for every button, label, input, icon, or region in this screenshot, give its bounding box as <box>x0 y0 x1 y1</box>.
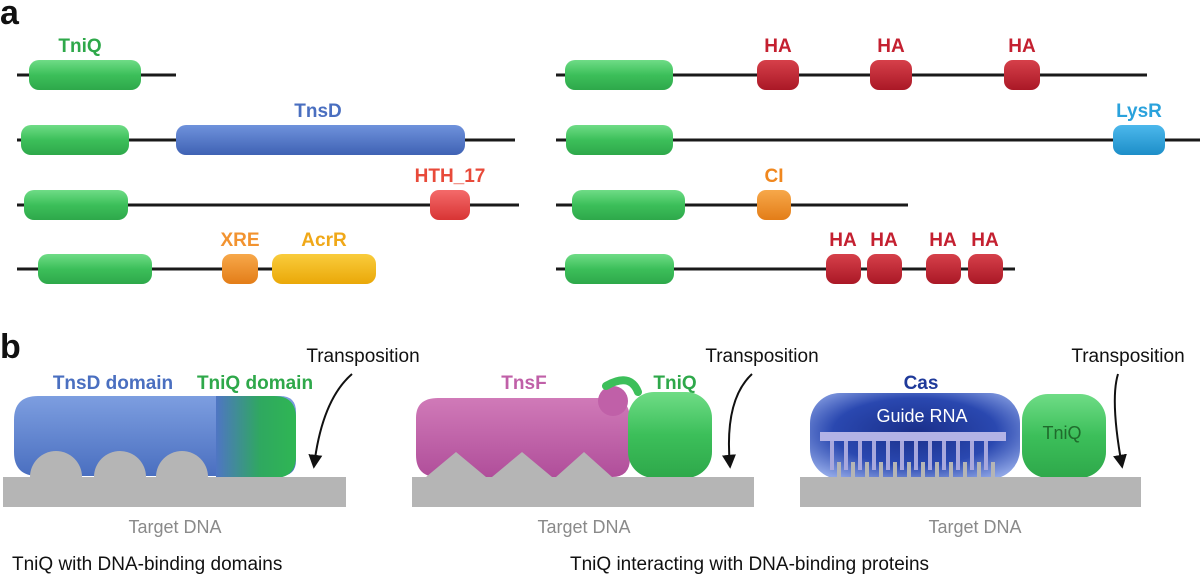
right-row-2: LysR <box>556 101 1200 155</box>
ha-domain <box>826 254 861 284</box>
caption-right: TniQ interacting with DNA-binding protei… <box>570 554 929 575</box>
tnsd-label: TnsD <box>294 101 342 122</box>
ha-label: HA <box>877 36 905 57</box>
ha-domain <box>926 254 961 284</box>
tniq-label: TniQ <box>58 36 101 57</box>
tniq-protein <box>1022 394 1106 478</box>
ha-label: HA <box>971 230 999 251</box>
transposition-arrow <box>722 373 753 469</box>
xre-label: XRE <box>220 230 259 251</box>
ha-domain <box>968 254 1003 284</box>
ci-label: CI <box>765 166 784 187</box>
target-dna-bar <box>800 477 1141 507</box>
ha-domain <box>1004 60 1040 90</box>
target-dna-label: Target DNA <box>128 517 221 537</box>
tniq-domain-shape <box>216 396 296 478</box>
ha-domain <box>867 254 902 284</box>
tniq-domain <box>38 254 152 284</box>
scheme-tnsd: TnsD domain TniQ domain Transposition Ta… <box>3 346 420 575</box>
hth17-domain <box>430 190 470 220</box>
dna-binding-tooth <box>426 452 486 477</box>
left-row-3: HTH_17 <box>17 166 519 220</box>
hth17-label: HTH_17 <box>415 166 486 187</box>
scheme-cas: Cas Guide RNA TniQ <box>800 346 1185 537</box>
right-row-4: HA HA HA HA <box>556 230 1015 284</box>
transposition-label: Transposition <box>1071 346 1184 367</box>
tniq-label: TniQ <box>653 373 696 394</box>
ha-label: HA <box>929 230 957 251</box>
cas-label: Cas <box>904 373 939 394</box>
guide-rna-bases <box>830 441 988 470</box>
lysr-label: LysR <box>1116 101 1162 122</box>
tnsd-domain <box>176 125 465 155</box>
target-dna-bar <box>3 477 346 507</box>
dna-binding-tooth <box>556 452 612 477</box>
dna-binding-tooth <box>492 452 552 477</box>
xre-domain <box>222 254 258 284</box>
tniq-domain <box>566 125 673 155</box>
dna-binding-bump <box>156 451 208 477</box>
tniq-domain <box>24 190 128 220</box>
ci-domain <box>757 190 791 220</box>
tnsf-label: TnsF <box>501 373 546 394</box>
panel-b-letter: b <box>0 328 21 366</box>
tnsd-domain-label: TnsD domain <box>53 373 173 394</box>
left-row-1: TniQ <box>17 36 176 90</box>
ha-domain <box>870 60 912 90</box>
guide-rna-label: Guide RNA <box>876 406 967 426</box>
tniq-domain <box>21 125 129 155</box>
tniq-domain <box>29 60 141 90</box>
tniq-domain <box>572 190 685 220</box>
guide-rna-strand <box>820 432 1006 441</box>
tniq-protein <box>628 392 712 478</box>
ha-label: HA <box>1008 36 1036 57</box>
dna-binding-bump <box>30 451 82 477</box>
scheme-tnsf: TnsF TniQ Transposition Target DNA <box>412 346 819 537</box>
target-dna-label: Target DNA <box>928 517 1021 537</box>
transposition-arrow <box>1113 373 1127 469</box>
tnsf-protein <box>416 398 630 477</box>
acrr-label: AcrR <box>301 230 347 251</box>
left-row-2: TnsD <box>17 101 515 155</box>
tniq-tether <box>602 376 642 396</box>
transposition-label: Transposition <box>705 346 818 367</box>
caption-left: TniQ with DNA-binding domains <box>12 554 282 575</box>
ha-label: HA <box>870 230 898 251</box>
right-row-3: CI <box>556 166 908 220</box>
target-dna-bar <box>412 477 754 507</box>
tnsf-knob <box>598 386 628 416</box>
acrr-domain <box>272 254 376 284</box>
target-dna-label: Target DNA <box>537 517 630 537</box>
ha-label: HA <box>764 36 792 57</box>
lysr-domain <box>1113 125 1165 155</box>
tniq-domain-label: TniQ domain <box>197 373 313 394</box>
tniq-label: TniQ <box>1042 423 1081 443</box>
left-row-4: XRE AcrR <box>17 230 376 284</box>
ha-label: HA <box>829 230 857 251</box>
tniq-domain <box>565 60 673 90</box>
panel-a-letter: a <box>0 0 20 32</box>
dna-binding-bump <box>94 451 146 477</box>
right-row-1: HA HA HA <box>556 36 1147 90</box>
target-dna-bases <box>837 462 995 478</box>
tniq-domain <box>565 254 674 284</box>
ha-domain <box>757 60 799 90</box>
transposition-arrow <box>308 373 353 469</box>
transposition-label: Transposition <box>306 346 419 367</box>
